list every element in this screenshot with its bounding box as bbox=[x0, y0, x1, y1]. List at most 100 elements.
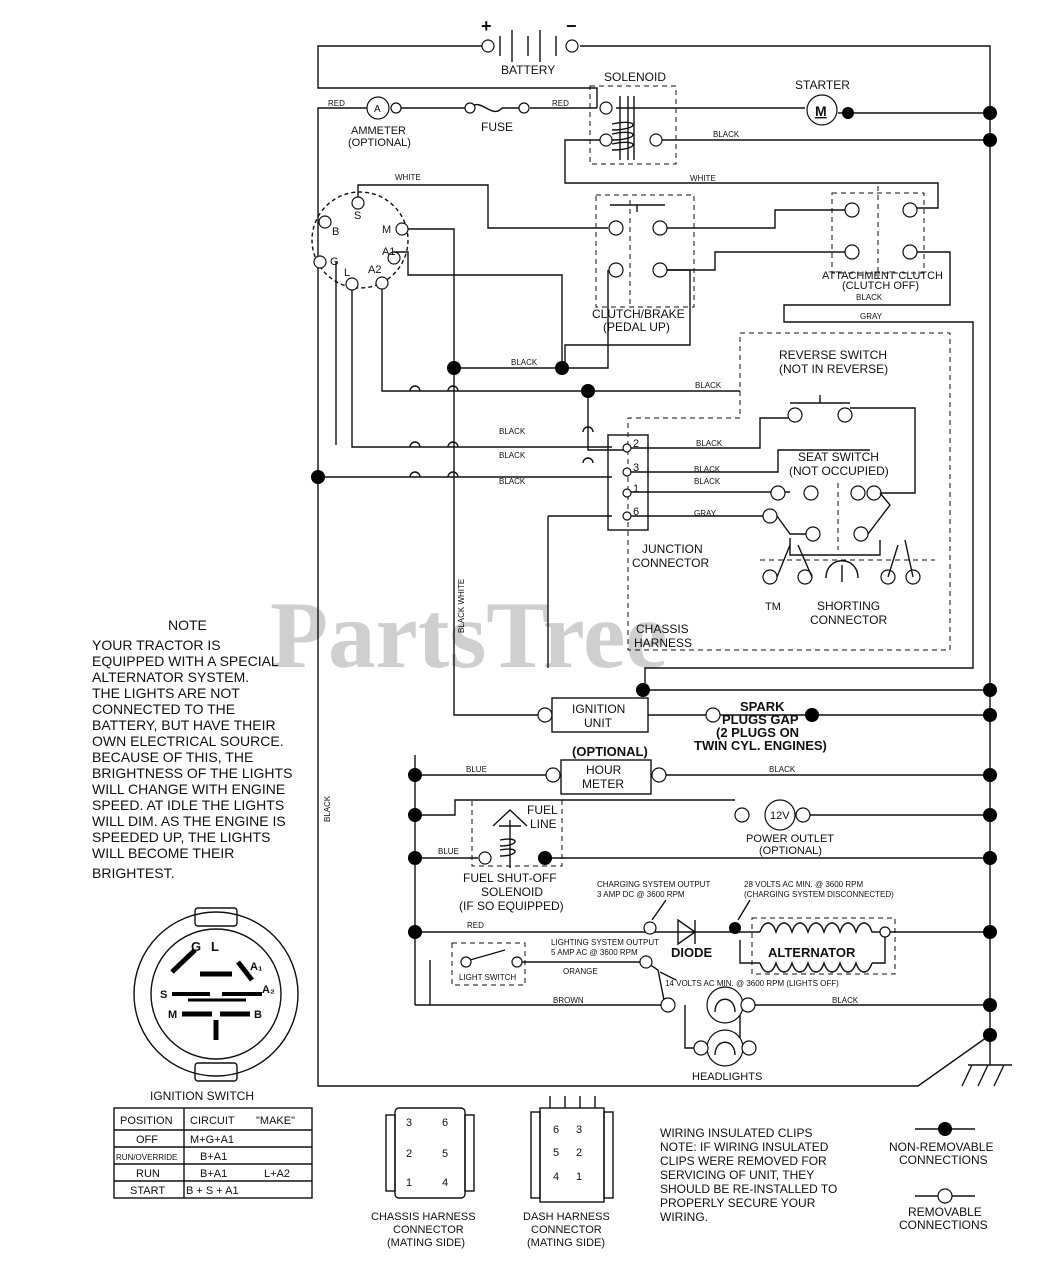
wire-black-2: BLACK bbox=[856, 293, 883, 302]
table-cell: L+A2 bbox=[264, 1168, 290, 1180]
wire-labels: RED RED BLACK WHITE WHITE BLACK GRAY BLA… bbox=[323, 99, 883, 1005]
watermark-brand: PartsTree bbox=[270, 582, 667, 688]
junction-pin-4: 6 bbox=[633, 506, 639, 518]
splice-dots bbox=[311, 106, 997, 1042]
solenoid: SOLENOID bbox=[589, 70, 677, 165]
table-cell: B + S + A1 bbox=[186, 1185, 239, 1197]
clips-line: WIRING INSULATED CLIPS bbox=[660, 1126, 812, 1140]
ac28-label-2: (CHARGING SYSTEM DISCONNECTED) bbox=[744, 890, 894, 899]
headlights-label: HEADLIGHTS bbox=[692, 1071, 762, 1083]
battery-label: BATTERY bbox=[501, 63, 555, 77]
wire-black-3: BLACK bbox=[511, 358, 538, 367]
table-cell: M+G+A1 bbox=[190, 1134, 234, 1146]
chassis-pin: 4 bbox=[442, 1177, 448, 1189]
spark-line-2: PLUGS GAP bbox=[722, 712, 799, 727]
glyph-a1: A₁ bbox=[250, 961, 263, 973]
chassis-harness-connector: 3 6 2 5 1 4 CHASSIS HARNESS CONNECTOR (M… bbox=[371, 1107, 476, 1249]
junction-connector: 2 3 1 6 JUNCTION CONNECTOR CHASSIS HARNE… bbox=[607, 434, 709, 650]
junction-pin-1: 2 bbox=[633, 438, 639, 450]
wire-black-12: BLACK bbox=[832, 996, 859, 1005]
clips-line: NOTE: IF WIRING INSULATED bbox=[660, 1140, 829, 1154]
dash-pin: 2 bbox=[576, 1147, 582, 1159]
battery-plus: + bbox=[481, 16, 492, 36]
clips-line: SHOULD BE RE-INSTALLED TO bbox=[660, 1182, 837, 1196]
battery-minus: − bbox=[566, 16, 577, 36]
attachment-clutch-label: ATTACHMENT CLUTCH bbox=[822, 270, 943, 282]
dash-pin: 5 bbox=[553, 1147, 559, 1159]
fuel-sol-label-2: SOLENOID bbox=[481, 885, 543, 899]
lighting-label-1: LIGHTING SYSTEM OUTPUT bbox=[551, 938, 659, 947]
shorting-label-1: SHORTING bbox=[817, 599, 880, 613]
table-header: POSITION bbox=[120, 1115, 173, 1127]
seat-switch-note: (NOT OCCUPIED) bbox=[789, 464, 889, 478]
wire-gray-1: GRAY bbox=[860, 312, 883, 321]
term-m: M bbox=[382, 224, 391, 236]
wire-black-11: BLACK bbox=[769, 765, 796, 774]
wire-crossovers bbox=[409, 385, 594, 478]
hour-meter-label-1: HOUR bbox=[586, 763, 622, 777]
chassis-pin: 6 bbox=[442, 1117, 448, 1129]
charging-system: CHARGING SYSTEM OUTPUT 3 AMP DC @ 3600 R… bbox=[551, 880, 896, 988]
starter-symbol: M bbox=[815, 103, 827, 119]
watermark-tm: TM bbox=[765, 601, 781, 613]
dash-pin: 1 bbox=[576, 1171, 582, 1183]
ac28-label-1: 28 VOLTS AC MIN. @ 3600 RPM bbox=[744, 880, 863, 889]
diode-label: DIODE bbox=[671, 945, 713, 960]
ammeter-note: (OPTIONAL) bbox=[348, 137, 411, 149]
glyph-s: S bbox=[160, 989, 167, 1001]
wire-brown: BROWN bbox=[553, 996, 584, 1005]
wire-black-10: BLACK bbox=[499, 477, 526, 486]
ammeter-symbol: A bbox=[374, 104, 381, 115]
fuel-sol-label-3: (IF SO EQUIPPED) bbox=[459, 899, 564, 913]
ignition-unit: IGNITION UNIT SPARK PLUGS GAP (2 PLUGS O… bbox=[537, 697, 827, 753]
wire-black-4: BLACK bbox=[695, 381, 722, 390]
wire-blue-1: BLUE bbox=[466, 765, 487, 774]
dash-conn-label-2: CONNECTOR bbox=[531, 1224, 602, 1236]
table-cell: OFF bbox=[136, 1134, 158, 1146]
hour-meter-label-2: METER bbox=[582, 777, 624, 791]
junction-label-1: JUNCTION bbox=[642, 542, 703, 556]
light-switch-label: LIGHT SWITCH bbox=[459, 973, 516, 982]
note-line: WILL BECOME THEIR bbox=[92, 845, 234, 861]
table-header: "MAKE" bbox=[256, 1115, 295, 1127]
alternator-label: ALTERNATOR bbox=[768, 945, 856, 960]
ign-switch-title: IGNITION SWITCH bbox=[150, 1089, 254, 1103]
wire-red-1: RED bbox=[328, 99, 345, 108]
term-a2: A2 bbox=[368, 264, 381, 276]
note-line: WILL CHANGE WITH ENGINE bbox=[92, 781, 285, 797]
note-line: WILL DIM. AS THE ENGINE IS bbox=[92, 813, 286, 829]
wire-orange: ORANGE bbox=[563, 967, 598, 976]
dash-conn-label-1: DASH HARNESS bbox=[523, 1211, 610, 1223]
shorting-label-2: CONNECTOR bbox=[810, 613, 887, 627]
table-cell: B+A1 bbox=[200, 1151, 227, 1163]
wire-white-1: WHITE bbox=[395, 173, 421, 182]
term-l: L bbox=[344, 267, 350, 279]
wire-black-1: BLACK bbox=[713, 130, 740, 139]
chassis-harness-label-2: HARNESS bbox=[634, 636, 692, 650]
note-line: BECAUSE OF THIS, THE bbox=[92, 749, 253, 765]
note-line: THE LIGHTS ARE NOT bbox=[92, 685, 240, 701]
wire-black-white: BLACK WHITE bbox=[457, 579, 466, 633]
starter: M STARTER bbox=[795, 78, 854, 126]
chassis-conn-label-3: (MATING SIDE) bbox=[387, 1237, 465, 1249]
alternator-note: NOTE YOUR TRACTOR IS EQUIPPED WITH A SPE… bbox=[92, 617, 292, 881]
table-cell: B+A1 bbox=[200, 1168, 227, 1180]
light-switch: LIGHT SWITCH bbox=[451, 942, 526, 986]
fuel-shutoff-solenoid: FUEL LINE FUEL SHUT-OFF SOLENOID (IF SO … bbox=[459, 799, 564, 913]
clutch-brake-switch: CLUTCH/BRAKE (PEDAL UP) bbox=[592, 194, 695, 334]
note-line: OWN ELECTRICAL SOURCE. bbox=[92, 733, 284, 749]
ammeter-label: AMMETER bbox=[351, 125, 406, 137]
spark-line-3: (2 PLUGS ON bbox=[716, 725, 799, 740]
seat-switch-label: SEAT SWITCH bbox=[798, 450, 879, 464]
note-line: ALTERNATOR SYSTEM. bbox=[92, 669, 249, 685]
note-line: YOUR TRACTOR IS bbox=[92, 637, 221, 653]
glyph-b: B bbox=[254, 1009, 262, 1021]
note-line: EQUIPPED WITH A SPECIAL bbox=[92, 653, 279, 669]
term-b: B bbox=[332, 226, 339, 238]
wire-gray-2: GRAY bbox=[694, 509, 717, 518]
table-cell: START bbox=[130, 1185, 165, 1197]
chassis-pin: 3 bbox=[406, 1117, 412, 1129]
legend-nonremovable-2: CONNECTIONS bbox=[899, 1153, 988, 1167]
clips-note: WIRING INSULATED CLIPS NOTE: IF WIRING I… bbox=[660, 1126, 837, 1224]
dash-conn-label-3: (MATING SIDE) bbox=[527, 1237, 605, 1249]
